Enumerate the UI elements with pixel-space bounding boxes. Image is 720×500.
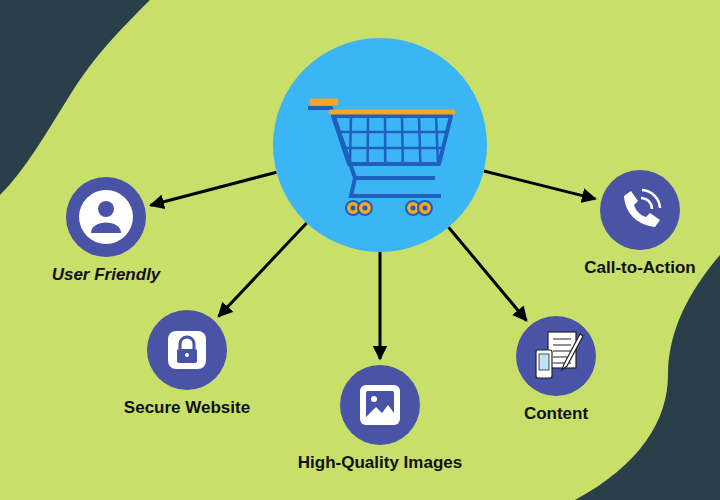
node-label: User Friendly — [48, 265, 165, 285]
path-part — [624, 191, 660, 227]
feature-node: Call-to-Action — [580, 170, 700, 278]
line-part — [384, 116, 387, 164]
path-part — [333, 116, 451, 164]
rect-part — [536, 350, 552, 378]
path-part — [331, 110, 453, 115]
user-icon — [79, 190, 133, 244]
line-part — [436, 116, 438, 164]
path-part — [642, 190, 660, 208]
line-part — [338, 131, 447, 134]
node-label: Secure Website — [120, 398, 255, 418]
node-label: High-Quality Images — [294, 453, 467, 473]
arrow-connector — [219, 223, 307, 317]
line-part — [366, 116, 369, 164]
path-part — [641, 198, 652, 209]
line-part — [350, 116, 351, 164]
node-circle — [273, 38, 487, 252]
node-circle — [147, 310, 227, 390]
path-part — [562, 334, 583, 370]
wheel-hub — [351, 206, 356, 211]
node-shape — [147, 310, 227, 390]
circle-part — [79, 190, 133, 244]
arrow-connector — [150, 172, 276, 205]
feature-node: High-Quality Images — [294, 365, 467, 473]
line-part — [343, 147, 443, 150]
node-circle — [340, 365, 420, 445]
path-part — [366, 405, 394, 419]
circle-part — [185, 353, 189, 357]
node-shape — [516, 316, 596, 396]
corner-blob — [575, 255, 720, 500]
rect-part — [366, 391, 394, 419]
feature-node: User Friendly — [48, 177, 165, 285]
rect-part — [360, 385, 400, 425]
node-shape — [340, 365, 420, 445]
node-circle — [66, 177, 146, 257]
path-part — [91, 223, 121, 234]
path-part — [308, 108, 435, 178]
rect-part — [539, 354, 549, 370]
wheel — [358, 201, 372, 215]
feature-node: Content — [512, 316, 600, 424]
line-part — [553, 339, 571, 340]
node-label: Content — [512, 404, 600, 424]
lock-icon — [168, 331, 206, 369]
line-part — [419, 116, 420, 164]
phone-icon — [624, 190, 660, 227]
feature-node: Secure Website — [120, 310, 255, 418]
node-shape — [273, 38, 487, 252]
rect-part — [168, 331, 206, 369]
wheel-hub — [411, 206, 416, 211]
path-part — [313, 99, 335, 106]
circle-part — [98, 201, 114, 217]
line-part — [401, 116, 404, 164]
arrow-connector — [379, 252, 382, 359]
circle-part — [371, 396, 377, 402]
node-circle — [516, 316, 596, 396]
center-circle — [273, 38, 487, 252]
wheel — [418, 201, 432, 215]
path-part — [351, 178, 441, 196]
arrow-connector — [449, 227, 527, 321]
node-circle — [600, 170, 680, 250]
line-part — [553, 351, 571, 352]
image-icon — [360, 385, 400, 425]
wheel-hub — [423, 206, 428, 211]
line-part — [553, 345, 571, 346]
cart-icon — [308, 102, 453, 215]
node-shape — [600, 170, 680, 250]
corner-blob — [0, 0, 150, 195]
rect-part — [177, 349, 197, 363]
doc-icon — [536, 332, 583, 378]
path-part — [180, 337, 194, 349]
wheel-hub — [363, 206, 368, 211]
arrow-connector — [484, 171, 596, 199]
node-label: Call-to-Action — [580, 258, 700, 278]
node-shape — [66, 177, 146, 257]
